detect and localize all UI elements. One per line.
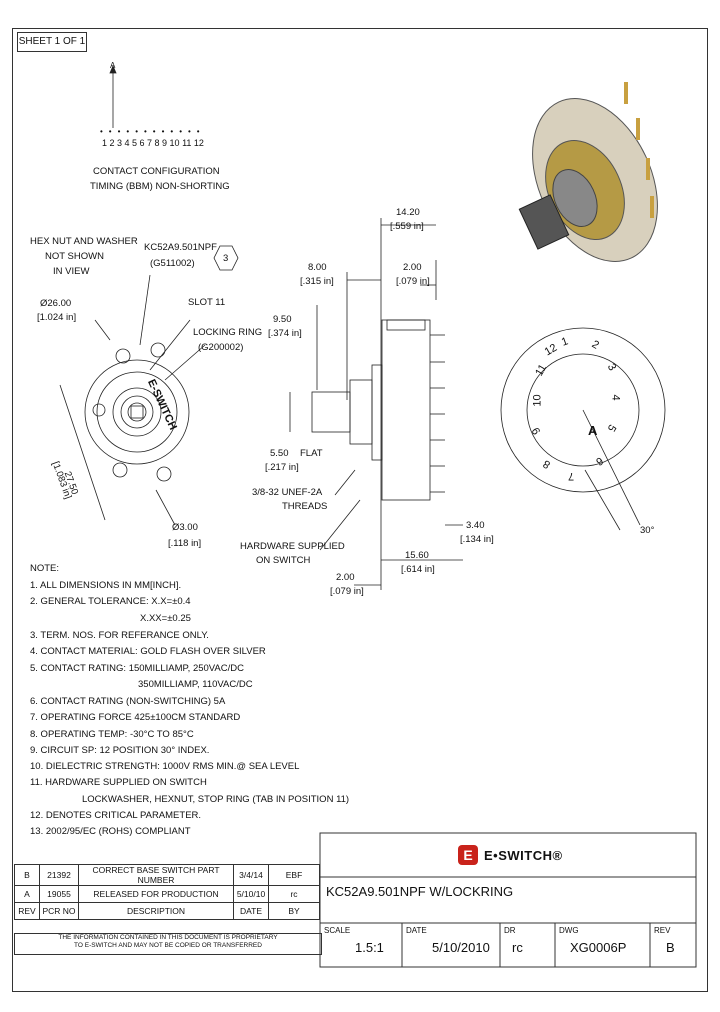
angle-label: 30°: [640, 525, 655, 536]
company-name: E•SWITCH®: [484, 847, 563, 863]
contact-timing: TIMING (BBM) NON-SHORTING: [90, 181, 230, 192]
note-line: 350MILLIAMP, 110VAC/DC: [138, 679, 253, 690]
thread-label: 3/8-32 UNEF-2A: [252, 487, 323, 498]
date-label: DATE: [406, 926, 427, 935]
part-code: (G511002): [150, 258, 195, 269]
scale-label: SCALE: [324, 926, 351, 935]
dim-pin-in: [.134 in]: [460, 534, 494, 545]
drawing-title: KC52A9.501NPF W/LOCKRING: [326, 884, 514, 899]
lockring-code: (G200002): [198, 342, 244, 353]
part-label: KC52A9.501NPF: [144, 242, 217, 253]
thread-label: THREADS: [282, 501, 328, 512]
dwg-label: DWG: [559, 926, 579, 935]
hardware-label: HARDWARE SUPPLIED: [240, 541, 345, 552]
dim-shaft: 8.00: [308, 262, 327, 273]
contact-dots: ••••••••••••: [100, 127, 206, 136]
note-line: 2. GENERAL TOLERANCE: X.X=±0.4: [30, 596, 191, 607]
dim-diameter: Ø26.00: [40, 298, 72, 309]
hexnut-note: HEX NUT AND WASHER: [30, 236, 138, 247]
sheet-label: SHEET 1 OF 1: [17, 32, 87, 52]
note-line: 4. CONTACT MATERIAL: GOLD FLASH OVER SIL…: [30, 646, 266, 657]
dim-shaft-in: [.315 in]: [300, 276, 334, 287]
confidentiality-notice: THE INFORMATION CONTAINED IN THIS DOCUME…: [14, 933, 322, 955]
lockring-label: LOCKING RING: [193, 327, 263, 338]
terminal-label: 4: [609, 394, 622, 401]
company-logo: E E•SWITCH®: [458, 842, 563, 868]
contact-config-title: CONTACT CONFIGURATION: [93, 166, 220, 177]
dim-flat-label: FLAT: [300, 448, 323, 459]
table-row: B 21392 CORRECT BASE SWITCH PART NUMBER …: [14, 864, 320, 886]
dim-height: 9.50: [273, 314, 292, 325]
dim-flat: 5.50: [270, 448, 289, 459]
dim-overall-in: [.559 in]: [390, 221, 424, 232]
dim-overall: 14.20: [396, 207, 420, 218]
hardware-label: ON SWITCH: [256, 555, 311, 566]
dim-bushing-in: [.079 in]: [330, 586, 364, 597]
note-line: 12. DENOTES CRITICAL PARAMETER.: [30, 810, 202, 821]
table-header-row: REV PCR NO DESCRIPTION DATE BY: [14, 902, 320, 920]
terminal-outline: [500, 327, 666, 493]
dim-diameter-in: [1.024 in]: [37, 312, 77, 323]
dim-terminal: 2.00: [403, 262, 422, 273]
rev-value: B: [666, 940, 675, 955]
iso-switch-render: [518, 82, 658, 262]
critical-callout: 3: [223, 253, 229, 264]
note-line: 8. OPERATING TEMP: -30°C TO 85°C: [30, 729, 194, 740]
terminal-label: 7: [568, 470, 575, 482]
note-line: X.XX=±0.25: [140, 613, 191, 624]
note-line: NOTE:: [30, 563, 60, 574]
drawn-by-value: rc: [512, 940, 523, 955]
note-line: LOCKWASHER, HEXNUT, STOP RING (TAB IN PO…: [82, 794, 350, 805]
note-line: 1. ALL DIMENSIONS IN MM[INCH].: [30, 580, 182, 591]
pole-label: A: [110, 61, 116, 70]
drawing-frame: [12, 28, 708, 992]
note-line: 3. TERM. NOS. FOR REFERANCE ONLY.: [30, 630, 209, 641]
dim-depth-in: [.614 in]: [401, 564, 435, 575]
table-row: A 19055 RELEASED FOR PRODUCTION 5/10/10 …: [14, 885, 320, 903]
terminal-label: 10: [531, 394, 544, 407]
dim-bushing: 2.00: [336, 572, 355, 583]
front-housing: [84, 359, 190, 465]
dim-hole-in: [.118 in]: [168, 538, 202, 549]
note-line: 9. CIRCUIT SP: 12 POSITION 30° INDEX.: [30, 745, 210, 756]
note-line: 7. OPERATING FORCE 425±100CM STANDARD: [30, 712, 241, 723]
date-value: 5/10/2010: [432, 940, 490, 955]
dim-terminal-in: [.079 in]: [396, 276, 430, 287]
dim-pin: 3.40: [466, 520, 485, 531]
note-line: 10. DIELECTRIC STRENGTH: 1000V RMS MIN.@…: [30, 761, 300, 772]
note-line: 5. CONTACT RATING: 150MILLIAMP, 250VAC/D…: [30, 663, 244, 674]
scale-value: 1.5:1: [355, 940, 384, 955]
rev-label: REV: [654, 926, 671, 935]
revision-table: B 21392 CORRECT BASE SWITCH PART NUMBER …: [14, 864, 320, 920]
dim-hole: Ø3.00: [172, 522, 198, 533]
note-line: 13. 2002/95/EC (ROHS) COMPLIANT: [30, 826, 191, 837]
position-numbers: 1 2 3 4 5 6 7 8 9 10 11 12: [102, 138, 204, 148]
note-line: 6. CONTACT RATING (NON-SWITCHING) 5A: [30, 696, 226, 707]
dim-height-in: [.374 in]: [268, 328, 302, 339]
note-line: 11. HARDWARE SUPPLIED ON SWITCH: [30, 777, 207, 788]
logo-icon: E: [458, 845, 478, 865]
dim-flat-in: [.217 in]: [265, 462, 299, 473]
dim-depth: 15.60: [405, 550, 429, 561]
drawn-by-label: DR: [504, 926, 516, 935]
slot-label: SLOT 11: [188, 297, 226, 308]
dwg-value: XG0006P: [570, 940, 627, 955]
terminal-common: A: [588, 423, 598, 438]
hexnut-note: IN VIEW: [53, 266, 90, 277]
hexnut-note: NOT SHOWN: [45, 251, 104, 262]
